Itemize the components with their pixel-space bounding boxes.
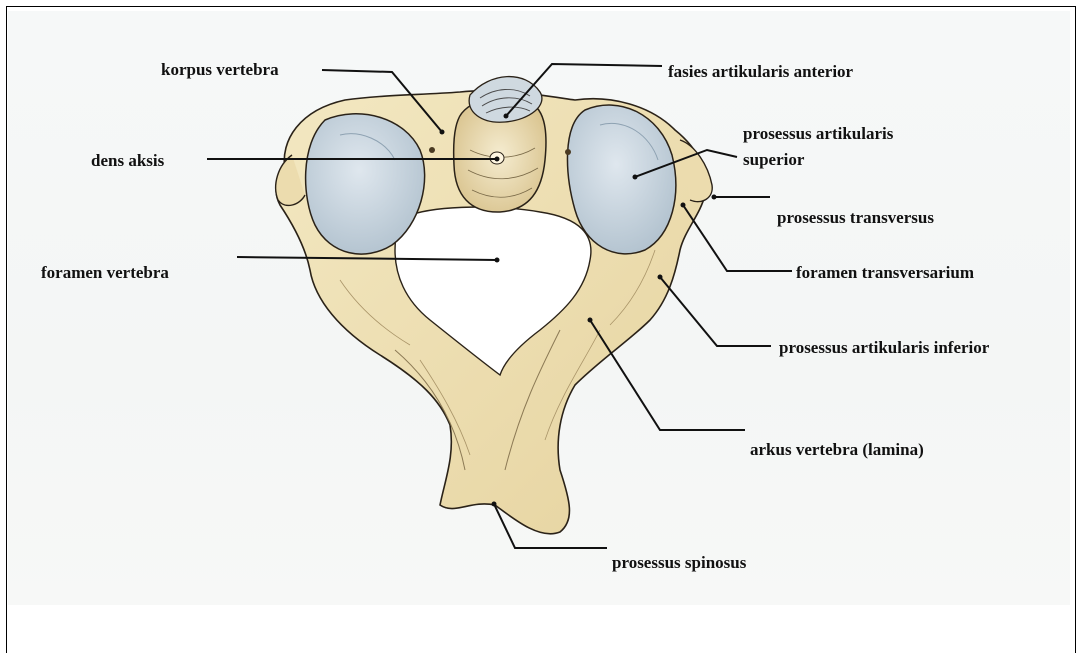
label-prosessus-transversus: prosessus transversus — [777, 207, 934, 228]
leader-prosessus-artikularis-inferior — [660, 277, 771, 346]
label-foramen-transversarium: foramen transversarium — [796, 262, 974, 283]
label-dens-aksis: dens aksis — [91, 150, 164, 171]
leader-foramen-transversarium — [683, 205, 792, 271]
foramen-transversarium-hole — [565, 149, 571, 155]
label-prosessus-artikularis-superior-2: superior — [743, 149, 804, 170]
label-korpus-vertebra: korpus vertebra — [161, 59, 279, 80]
label-prosessus-artikularis-inferior: prosessus artikularis inferior — [779, 337, 989, 358]
label-fasies-artikularis-anterior: fasies artikularis anterior — [668, 61, 853, 82]
label-prosessus-artikularis-superior-1: prosessus artikularis — [743, 123, 893, 144]
label-foramen-vertebra: foramen vertebra — [41, 262, 169, 283]
foramen-transversarium-hole — [429, 147, 435, 153]
label-arkus-vertebra: arkus vertebra (lamina) — [750, 439, 924, 460]
label-prosessus-spinosus: prosessus spinosus — [612, 552, 746, 573]
